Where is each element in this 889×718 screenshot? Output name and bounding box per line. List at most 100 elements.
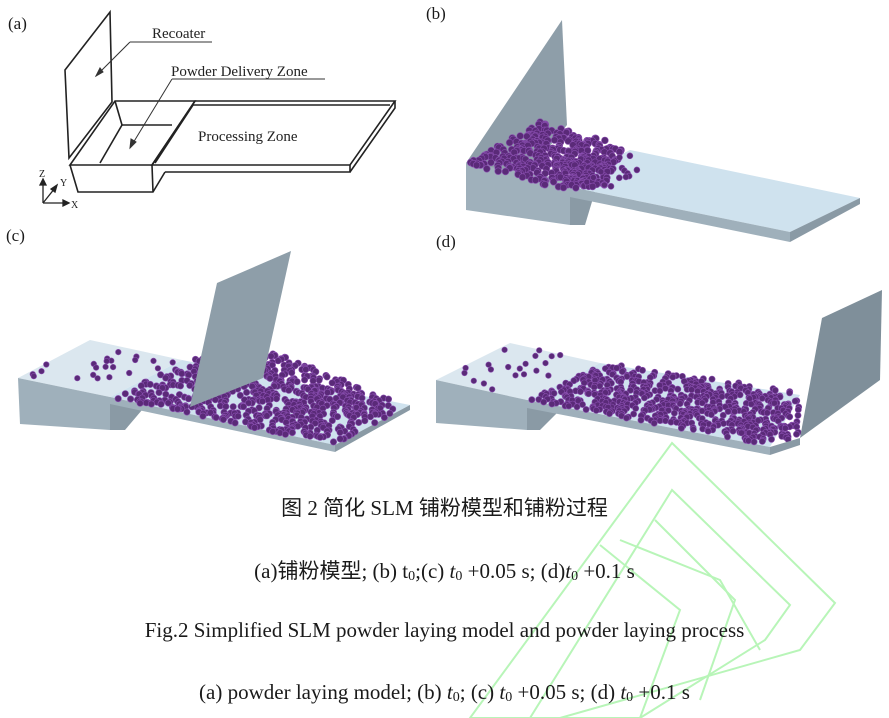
powder-particle (793, 430, 800, 438)
panel-b-simulation (466, 20, 860, 242)
powder-particle (285, 386, 293, 394)
powder-particle (626, 152, 634, 160)
powder-particle (30, 373, 37, 380)
powder-particle (501, 167, 510, 176)
powder-particle (43, 361, 50, 368)
caption-cn-part-d: (d) (540, 559, 566, 583)
axis-label-x: X (71, 200, 79, 211)
powder-particle (288, 428, 296, 436)
powder-particle (786, 389, 793, 397)
caption-en-val-c: +0.05 s; (d) (512, 680, 621, 704)
caption-en-val-d: +0.1 s (633, 680, 690, 704)
powder-particle (536, 347, 543, 354)
powder-particle (607, 183, 615, 190)
powder-particle (557, 352, 564, 359)
caption-cn-val-c: +0.05 s; (462, 559, 541, 583)
powder-particle (632, 404, 640, 412)
powder-particle (212, 413, 220, 421)
powder-particle (74, 375, 81, 382)
powder-particle (564, 137, 572, 145)
powder-particle (147, 400, 155, 408)
powder-particle (758, 394, 766, 402)
powder-particle (106, 374, 113, 381)
powder-particle (763, 409, 771, 417)
powder-particle (633, 166, 641, 174)
powder-particle (358, 394, 366, 402)
caption-en-t-b: t (446, 680, 453, 704)
powder-particle (336, 435, 344, 443)
powder-particle (512, 372, 519, 379)
powder-particle (186, 381, 194, 389)
powder-particle (146, 380, 154, 388)
powder-particle (472, 161, 481, 169)
powder-particle (667, 418, 675, 426)
powder-particle (121, 390, 129, 398)
panel-label-d: (d) (436, 232, 456, 251)
powder-particle (570, 377, 578, 385)
powder-particle (127, 395, 135, 403)
panel-a-schematic (64, 9, 397, 193)
powder-particle (487, 366, 495, 373)
powder-particle (38, 368, 45, 375)
powder-particle (592, 406, 600, 414)
caption-cn-sub-b: 0 (408, 569, 416, 584)
powder-particle (494, 167, 502, 175)
powder-particle (601, 136, 609, 145)
powder-particle (794, 411, 802, 419)
powder-particle (794, 406, 802, 414)
powder-particle (724, 433, 731, 441)
panel-d-simulation (436, 290, 882, 455)
powder-particle (671, 409, 678, 417)
powder-particle (174, 405, 182, 413)
recoater-blade (800, 290, 882, 438)
powder-particle (549, 178, 558, 186)
powder-particle (688, 386, 695, 394)
powder-particle (336, 428, 344, 436)
watermark-logo (468, 441, 837, 718)
powder-particle (269, 427, 277, 435)
powder-particle (219, 415, 227, 423)
powder-particle (637, 416, 645, 424)
powder-particle (489, 386, 496, 393)
caption-en-t-d: t (620, 680, 627, 704)
powder-particle (541, 181, 549, 189)
caption-en-t-c: t (499, 680, 506, 704)
caption-en-part-c: ; (c) (459, 680, 500, 704)
powder-particle (698, 407, 706, 415)
caption-cn-sub-c: 0 (455, 569, 463, 584)
powder-particle (669, 373, 677, 381)
caption-cn-subtitle: (a)铺粉模型; (b) t0;(c) t0 +0.05 s; (d)t0 +0… (0, 555, 889, 585)
powder-particle (545, 372, 552, 379)
powder-particle (738, 429, 745, 437)
powder-particle (505, 138, 514, 147)
powder-particles (461, 346, 803, 446)
powder-particle (231, 419, 239, 427)
powder-particle (352, 404, 360, 412)
powder-particle (329, 438, 337, 446)
powder-particle (656, 387, 664, 395)
powder-particle (793, 423, 801, 431)
powder-particle (771, 386, 779, 394)
powder-particle (301, 376, 309, 384)
powder-particle (150, 357, 157, 365)
powder-particle (698, 399, 706, 407)
powder-particle (293, 378, 301, 386)
powder-particle (786, 413, 794, 421)
powder-particle (371, 419, 379, 427)
powder-particle (245, 399, 253, 407)
recoater-blade (190, 251, 291, 407)
powder-particle (704, 427, 712, 435)
powder-particle (791, 397, 799, 405)
powder-particle (532, 352, 539, 360)
powder-particle (185, 395, 193, 403)
powder-particle (302, 365, 310, 373)
powder-particle (639, 366, 646, 374)
powder-particle (243, 388, 251, 396)
powder-particle (315, 376, 323, 384)
powder-particle (164, 399, 172, 407)
powder-particle (103, 358, 110, 365)
powder-particle (157, 371, 165, 379)
label-recoater: Recoater (152, 26, 205, 42)
powder-particle (281, 430, 289, 438)
label-processing-zone: Processing Zone (198, 129, 298, 145)
